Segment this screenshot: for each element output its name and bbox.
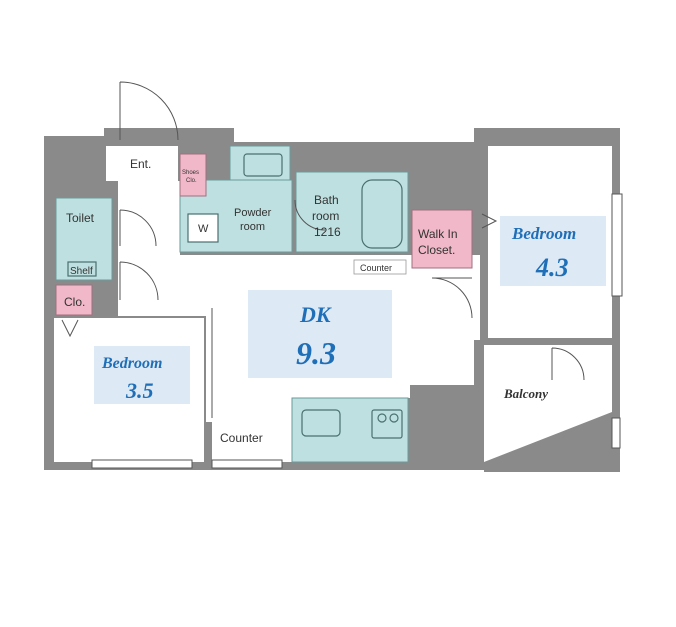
fixtures — [67, 153, 403, 439]
shelf-label: Shelf — [70, 266, 93, 277]
bedroom-left-name: Bedroom — [101, 355, 162, 372]
closet-label: Clo. — [64, 295, 85, 309]
stove-burner-icon — [389, 413, 399, 423]
toilet-room — [55, 197, 113, 281]
bedroom-right-size: 4.3 — [535, 253, 569, 282]
window — [211, 459, 283, 469]
toilet-label: Toilet — [66, 211, 95, 225]
shoes-label: Shoes — [182, 170, 199, 176]
shoes-closet — [179, 153, 207, 197]
bath-label: Bath — [314, 193, 339, 207]
dk-name: DK — [299, 302, 332, 327]
sink-counter — [229, 145, 291, 181]
bedroom-left-label-bg — [94, 346, 190, 404]
walkin-label: Walk In — [418, 227, 458, 241]
entrance-door-icon — [119, 81, 179, 141]
entrance-label: Ent. — [130, 157, 151, 171]
counter-top-label: Counter — [360, 263, 392, 273]
powder-door-icon — [294, 199, 326, 231]
shoes-label-2: Clo. — [186, 178, 197, 184]
walkin-door-icon — [431, 277, 473, 319]
walkin-label-2: Closet. — [418, 243, 455, 257]
kitchen-sink-icon — [301, 409, 341, 437]
kitchen-counter — [291, 397, 409, 463]
closet-door-icon — [61, 319, 79, 338]
bedroom-right-label-bg — [500, 216, 606, 286]
stove-icon — [371, 409, 403, 439]
washer-label: W — [198, 223, 209, 235]
dk-label-bg — [248, 290, 392, 378]
bedroom-right-name: Bedroom — [511, 224, 576, 243]
balcony-door-icon — [551, 347, 585, 381]
window — [91, 459, 193, 469]
powder-label-2: room — [240, 221, 265, 233]
bedroom-left-size: 3.5 — [125, 378, 154, 403]
walkin-closet — [411, 209, 473, 269]
window — [611, 193, 623, 297]
storage-areas — [55, 153, 473, 316]
balcony-label: Balcony — [503, 386, 548, 401]
counter-top-box — [353, 259, 407, 275]
bath-label-2: room — [312, 209, 339, 223]
bath-room — [295, 171, 409, 253]
washer-icon — [187, 213, 219, 243]
bedroom-door-icon — [481, 213, 498, 229]
windows — [91, 193, 623, 469]
powder-label: Powder — [234, 207, 272, 219]
toilet-door-icon — [119, 209, 157, 247]
counter-bottom-label: Counter — [220, 431, 263, 445]
doors — [61, 81, 585, 418]
bathtub-icon — [361, 179, 403, 249]
toilet-shelf-icon — [67, 261, 97, 277]
dk-size: 9.3 — [296, 335, 336, 371]
powder-sink-icon — [243, 153, 283, 177]
bath-label-3: 1216 — [314, 225, 341, 239]
stove-burner-icon — [377, 413, 387, 423]
window — [611, 417, 621, 449]
corridor-door-icon — [119, 261, 159, 301]
left-closet — [55, 284, 93, 316]
